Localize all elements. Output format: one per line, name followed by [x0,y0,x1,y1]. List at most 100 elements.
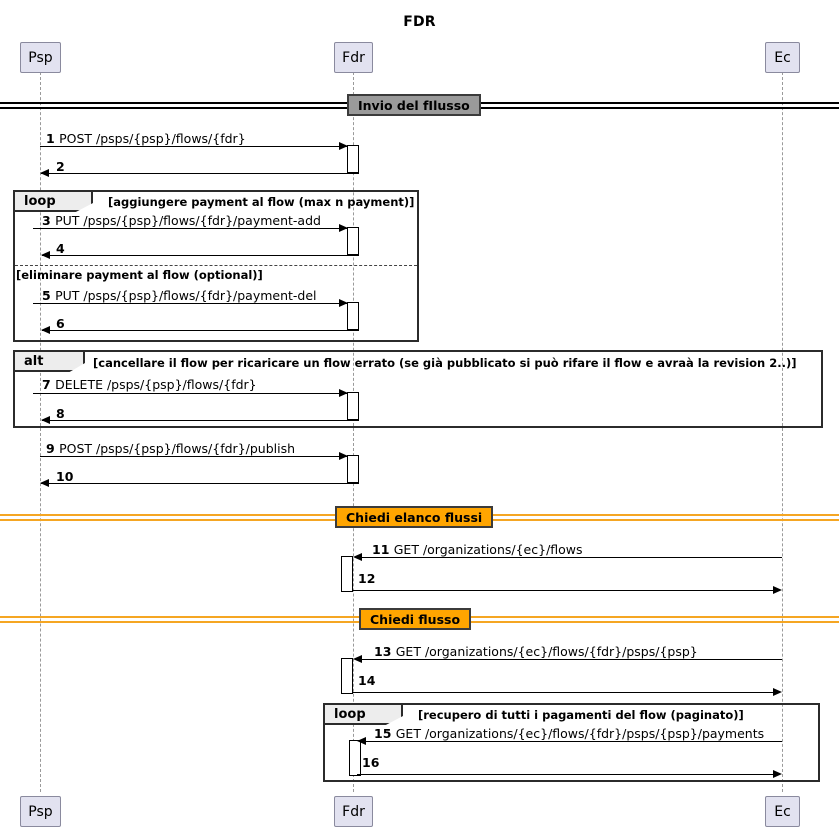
divider-label: Chiedi flusso [370,611,461,627]
message-9-label: POST /psps/{psp}/flows/{fdr}/publish [59,441,296,456]
participant-psp-top[interactable]: Psp [20,42,61,73]
participant-psp-bottom[interactable]: Psp [20,796,61,827]
participant-label: Psp [28,49,53,66]
participant-label: Fdr [342,803,365,820]
message-12-line [353,590,773,591]
message-15-text: 15 GET /organizations/{ec}/flows/{fdr}/p… [374,726,764,741]
message-10-text: 10 [56,469,73,484]
message-9-line [40,456,348,457]
message-11-text: 11 GET /organizations/{ec}/flows [372,542,583,557]
participant-label: Psp [28,803,53,820]
group-loop-payment-separator [15,265,417,266]
message-6-text: 6 [56,316,65,331]
message-1-line [40,146,348,147]
group-tab-label: loop [334,706,366,722]
activation-fdr-5 [347,302,359,330]
message-11-label: GET /organizations/{ec}/flows [393,542,583,557]
message-15-line [366,741,782,742]
message-12-arrowhead [773,586,782,594]
activation-fdr-3 [347,227,359,255]
message-3-number: 3 [42,213,56,228]
message-7-label: DELETE /psps/{psp}/flows/{fdr} [55,377,257,392]
message-10-arrowhead [40,479,49,487]
message-5-label: PUT /psps/{psp}/flows/{fdr}/payment-del [55,288,317,303]
message-10-line [41,483,359,484]
message-9-text: 9 POST /psps/{psp}/flows/{fdr}/publish [46,441,295,456]
message-2-arrowhead [40,169,49,177]
message-13-label: GET /organizations/{ec}/flows/{fdr}/psps… [395,644,698,659]
message-3-text: 3 PUT /psps/{psp}/flows/{fdr}/payment-ad… [42,213,321,228]
participant-fdr-bottom[interactable]: Fdr [334,796,373,827]
message-7-number: 7 [42,377,56,392]
group-loop-payments [323,703,820,782]
message-11-arrowhead [353,553,362,561]
activation-fdr-1 [347,145,359,173]
message-8-line [42,420,359,421]
group-loop-payment-tab: loop [15,192,93,212]
divider-label: Chiedi elanco flussi [346,509,483,525]
participant-label: Ec [774,803,791,820]
message-16-arrowhead [773,770,782,778]
lifeline-ec [782,72,783,792]
page-title: FDR [403,14,436,30]
message-1-text: 1 POST /psps/{psp}/flows/{fdr} [46,131,246,146]
message-1-number: 1 [46,131,60,146]
group-alt-cancel-tab: alt [15,352,85,372]
activation-fdr-13 [341,658,353,694]
lifeline-fdr [353,72,354,792]
message-14-number: 14 [358,673,376,688]
message-3-line [33,228,348,229]
message-2-text: 2 [56,159,65,174]
message-7-text: 7 DELETE /psps/{psp}/flows/{fdr} [42,377,257,392]
participant-ec-bottom[interactable]: Ec [765,796,800,827]
message-2-number: 2 [56,159,65,174]
message-4-text: 4 [56,241,65,256]
message-6-number: 6 [56,316,65,331]
message-13-arrowhead [353,655,362,663]
group-loop-payment-else-condition: [eliminare payment al flow (optional)] [16,268,263,282]
group-tab-label: alt [24,353,44,369]
group-loop-payments-tab: loop [325,705,403,725]
participant-fdr-top[interactable]: Fdr [334,42,373,73]
message-4-number: 4 [56,241,65,256]
message-1-label: POST /psps/{psp}/flows/{fdr} [59,131,246,146]
message-8-number: 8 [56,406,65,421]
message-15-number: 15 [374,726,396,741]
message-2-line [41,173,359,174]
group-alt-cancel-condition: [cancellare il flow per ricaricare un fl… [93,356,797,370]
message-15-label: GET /organizations/{ec}/flows/{fdr}/psps… [395,726,765,741]
divider-elenco: Chiedi elanco flussi [335,506,494,528]
message-8-text: 8 [56,406,65,421]
message-13-number: 13 [374,644,396,659]
message-7-line [33,393,348,394]
message-6-arrowhead [41,326,50,334]
message-14-text: 14 [358,673,375,688]
message-16-text: 16 [362,755,379,770]
message-1-arrowhead [339,142,348,150]
message-7-arrowhead [339,389,348,397]
divider-flusso: Chiedi flusso [359,608,472,630]
message-10-number: 10 [56,469,74,484]
divider-invio: Invio del fIlusso [347,94,481,116]
message-6-line [42,330,359,331]
message-14-arrowhead [773,688,782,696]
message-11-number: 11 [372,542,394,557]
participant-ec-top[interactable]: Ec [765,42,800,73]
message-15-arrowhead [357,737,366,745]
message-14-line [353,692,773,693]
message-5-number: 5 [42,288,56,303]
message-16-line [357,774,773,775]
activation-fdr-7 [347,392,359,420]
group-tab-label: loop [24,193,56,209]
participant-label: Ec [774,49,791,66]
message-3-label: PUT /psps/{psp}/flows/{fdr}/payment-add [55,213,321,228]
message-5-text: 5 PUT /psps/{psp}/flows/{fdr}/payment-de… [42,288,317,303]
participant-label: Fdr [342,49,365,66]
message-9-arrowhead [339,452,348,460]
message-4-line [42,255,359,256]
message-16-number: 16 [362,755,380,770]
lifeline-psp [40,72,41,792]
message-13-text: 13 GET /organizations/{ec}/flows/{fdr}/p… [374,644,698,659]
message-5-line [33,303,348,304]
